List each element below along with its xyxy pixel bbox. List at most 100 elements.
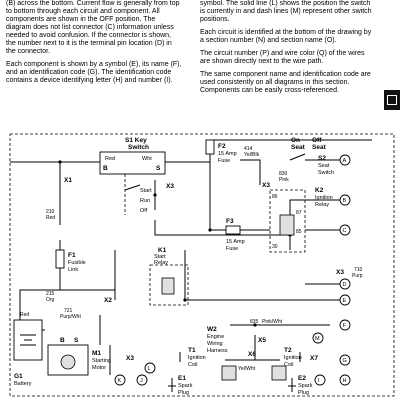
m1-term-s: S (74, 337, 79, 344)
seat-contact (289, 153, 306, 161)
wire-414-color: Yel/Blk (244, 152, 260, 158)
s2-seat2: Seat (312, 144, 327, 151)
ignition-coil-t2 (271, 365, 287, 381)
paragraph: Each circuit is identified at the bottom… (200, 29, 372, 44)
start-relay-box (149, 264, 189, 306)
f2-name: Fuse (218, 158, 230, 164)
s2-off: Off (312, 137, 322, 144)
svg-text:L: L (148, 366, 151, 372)
k2-t87: 87 (296, 210, 302, 216)
callout-c: C (339, 224, 351, 236)
m1-name1: Starting (92, 358, 111, 364)
callout-h: H (339, 374, 351, 386)
wire-721-color: Purp/Wht (60, 314, 81, 320)
x7-label: X7 (310, 355, 318, 362)
relay-coil (161, 277, 175, 295)
m1-term-b: B (60, 337, 65, 344)
s1-name: Switch (128, 144, 149, 151)
wire (184, 250, 340, 301)
s2-name2: Switch (318, 170, 334, 176)
t1-name1: Ignition (188, 355, 206, 361)
wire-835: 835 (250, 319, 259, 325)
svg-text:G: G (343, 358, 347, 364)
wire (19, 240, 61, 320)
k2-code: K2 (315, 187, 324, 194)
x1-label: X1 (64, 177, 72, 184)
junction (253, 323, 257, 327)
paragraph: symbol. The solid line (L) shows the pos… (200, 0, 372, 23)
wire-710-color: Purp (352, 273, 363, 279)
relay-coil (279, 214, 295, 236)
f3-name: Fuse (226, 246, 238, 252)
svg-text:K: K (118, 378, 122, 384)
s2-seat1: Seat (291, 144, 306, 151)
svg-text:A: A (343, 158, 347, 164)
g1-code: G1 (14, 373, 23, 380)
text-column-right: symbol. The solid line (L) shows the pos… (200, 0, 376, 100)
w2-code: W2 (207, 326, 217, 333)
junction (208, 228, 212, 232)
ignition-relay-box (269, 189, 306, 253)
m1-code: M1 (92, 350, 101, 357)
k1-code: K1 (158, 247, 167, 254)
wire-414-num: 414 (244, 146, 253, 152)
callout-e: E (339, 294, 351, 306)
svg-text:E: E (343, 298, 347, 304)
key-switch-block (99, 151, 166, 175)
f1-name2: Link (68, 267, 78, 273)
x3-label: X3 (336, 269, 344, 276)
e1-code: E1 (178, 375, 186, 382)
t2-code: T2 (284, 347, 292, 354)
s2-on: On (291, 137, 300, 144)
callout-l: L (144, 362, 156, 374)
e2-name1: Spark (298, 383, 313, 389)
wire-721-num: 721 (64, 308, 73, 314)
svg-text:M: M (315, 336, 320, 342)
wire-830-num: 830 (279, 171, 288, 177)
x3-label: X3 (262, 182, 270, 189)
wiring-diagram: S1 Key Switch Red Wht B S Start Run Off … (9, 133, 395, 397)
paragraph: (B) across the bottom. Current flow is g… (6, 0, 180, 55)
e2-name2: Plug (298, 390, 309, 396)
k1-name1: Start (154, 254, 166, 260)
section-tab (384, 90, 400, 110)
wire (240, 159, 261, 185)
s1-term-b: B (103, 165, 108, 172)
wire-835-color: Pink/Wht (262, 319, 283, 325)
pos-off: Off (140, 208, 148, 214)
g1-wire: Red (20, 312, 29, 318)
battery-symbol (20, 334, 36, 346)
x3-label: X3 (166, 183, 174, 190)
fusible-link-symbol (55, 249, 65, 269)
svg-text:J: J (140, 378, 143, 384)
x3-label: X3 (126, 355, 134, 362)
paragraph: The same component name and identificati… (200, 71, 371, 94)
svg-text:C: C (343, 228, 347, 234)
x6-label: X6 (248, 351, 256, 358)
f3-amp: 15 Amp (226, 239, 245, 245)
wire-210-color: Red (46, 215, 55, 221)
fuse-f2-symbol (205, 139, 215, 155)
callout-a: A (339, 154, 351, 166)
starting-motor-box (47, 344, 89, 376)
k2-name2: Relay (315, 202, 329, 208)
pos-run: Run (140, 198, 150, 204)
g1-name: Battery (14, 381, 32, 387)
callout-i: I (314, 374, 326, 386)
svg-text:I: I (318, 378, 320, 384)
callout-f: F (339, 319, 351, 331)
s1-term-s: S (156, 165, 161, 172)
w2-name3: Harness (207, 348, 228, 354)
ignition-coil-t1 (221, 365, 237, 381)
x2-label: X2 (104, 297, 112, 304)
svg-text:B: B (343, 198, 347, 204)
k2-name1: Ignition (315, 195, 333, 201)
svg-text:F: F (343, 323, 347, 329)
wire-215-color: Org (46, 297, 55, 303)
s1-wire-right: Wht (142, 156, 152, 162)
f2-amp: 15 Amp (218, 151, 237, 157)
spark-plug-e1 (168, 378, 176, 392)
wire-830-color: Pink (279, 177, 289, 183)
s2-name1: Seat (318, 163, 330, 169)
t2-name2: Coil (284, 362, 293, 368)
